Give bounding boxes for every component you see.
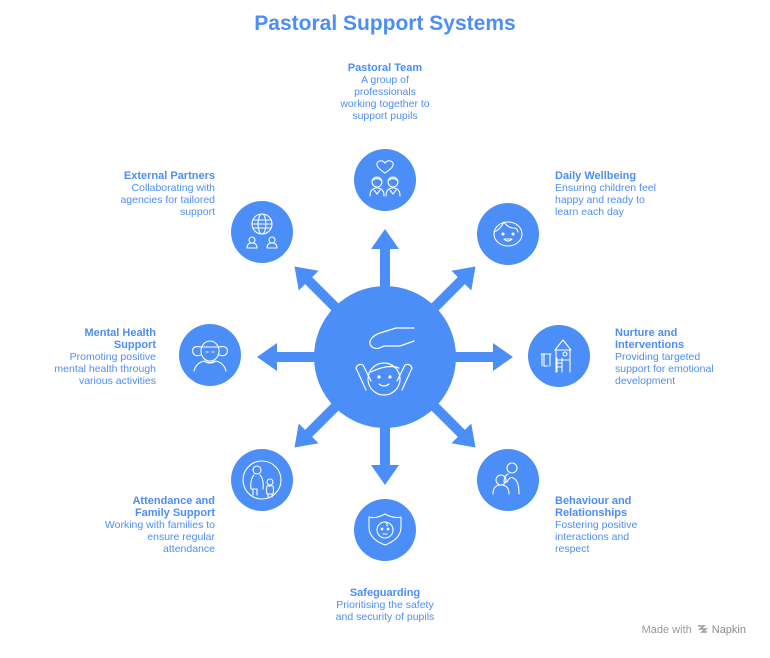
node-label-external-partners: External Partners Collaborating with age… <box>105 170 215 218</box>
parent-child-icon <box>242 460 282 500</box>
shield-child-icon <box>368 513 402 546</box>
arrow-daily-wellbeing <box>423 266 476 319</box>
arrow-mental-health <box>257 343 325 371</box>
arrow-external-partners <box>294 266 347 319</box>
node-description: A group of professionals working togethe… <box>340 74 430 122</box>
team-heart-icon <box>369 160 401 197</box>
node-heading: Daily Wellbeing <box>555 170 637 182</box>
playhouse-icon <box>540 339 572 373</box>
adult-child-icon <box>492 462 520 495</box>
hand-over-child-icon <box>355 327 415 396</box>
node-safeguarding[interactable] <box>354 499 416 561</box>
node-label-pastoral-team: Pastoral Team A group of professionals w… <box>315 62 455 122</box>
footer-prefix: Made with <box>641 624 692 636</box>
node-heading: Safeguarding <box>349 587 421 599</box>
node-heading: Attendance and Family Support <box>132 495 215 519</box>
node-heading: Nurture and Interventions <box>615 327 685 351</box>
node-mental-health[interactable] <box>179 324 241 386</box>
node-label-nurture-interventions: Nurture and Interventions Providing targ… <box>615 327 725 387</box>
node-label-safeguarding: Safeguarding Prioritising the safety and… <box>315 587 455 623</box>
node-nurture-interventions[interactable] <box>528 325 590 387</box>
node-pastoral-team[interactable] <box>354 149 416 211</box>
node-circle[interactable] <box>179 324 241 386</box>
node-circle[interactable] <box>477 203 539 265</box>
node-circle[interactable] <box>231 449 293 511</box>
node-attendance-family[interactable] <box>231 449 293 511</box>
arrows-group <box>257 229 513 485</box>
arrow-pastoral-team <box>371 229 399 297</box>
arrow-behaviour-relationships <box>423 395 476 448</box>
node-heading: Pastoral Team <box>347 62 423 74</box>
footer-brand: Napkin <box>711 624 746 636</box>
node-description: Prioritising the safety and security of … <box>335 599 435 623</box>
node-label-behaviour-relationships: Behaviour and Relationships Fostering po… <box>555 495 650 555</box>
arrow-nurture-interventions <box>445 343 513 371</box>
node-daily-wellbeing[interactable] <box>477 203 539 265</box>
globe-people-icon <box>246 213 278 249</box>
node-heading: Mental Health Support <box>84 327 156 351</box>
node-behaviour-relationships[interactable] <box>477 449 539 511</box>
node-label-mental-health: Mental Health Support Promoting positive… <box>50 327 156 387</box>
node-circle[interactable] <box>354 499 416 561</box>
napkin-logo-icon <box>697 625 708 633</box>
node-description: Ensuring children feel happy and ready t… <box>555 182 656 218</box>
made-with-napkin[interactable]: Made with Napkin <box>642 624 746 636</box>
girl-icon <box>192 340 228 372</box>
node-description: Working with families to ensure regular … <box>104 519 215 555</box>
center-hub <box>314 286 456 428</box>
node-description: Promoting positive mental health through… <box>54 351 156 387</box>
smiling-child-icon <box>493 221 523 247</box>
node-description: Fostering positive interactions and resp… <box>555 519 638 555</box>
arrow-safeguarding <box>371 417 399 485</box>
arrow-attendance-family <box>294 395 347 448</box>
node-circle[interactable] <box>354 149 416 211</box>
node-circle[interactable] <box>231 201 293 263</box>
node-description: Providing targeted support for emotional… <box>615 351 714 387</box>
node-circle[interactable] <box>528 325 590 387</box>
node-heading: Behaviour and Relationships <box>555 495 632 519</box>
node-heading: External Partners <box>123 170 215 182</box>
diagram-title: Pastoral Support Systems <box>254 12 516 35</box>
node-label-daily-wellbeing: Daily Wellbeing Ensuring children feel h… <box>555 170 667 218</box>
node-description: Collaborating with agencies for tailored… <box>120 182 215 218</box>
node-external-partners[interactable] <box>231 201 293 263</box>
node-label-attendance-family: Attendance and Family Support Working wi… <box>100 495 215 555</box>
